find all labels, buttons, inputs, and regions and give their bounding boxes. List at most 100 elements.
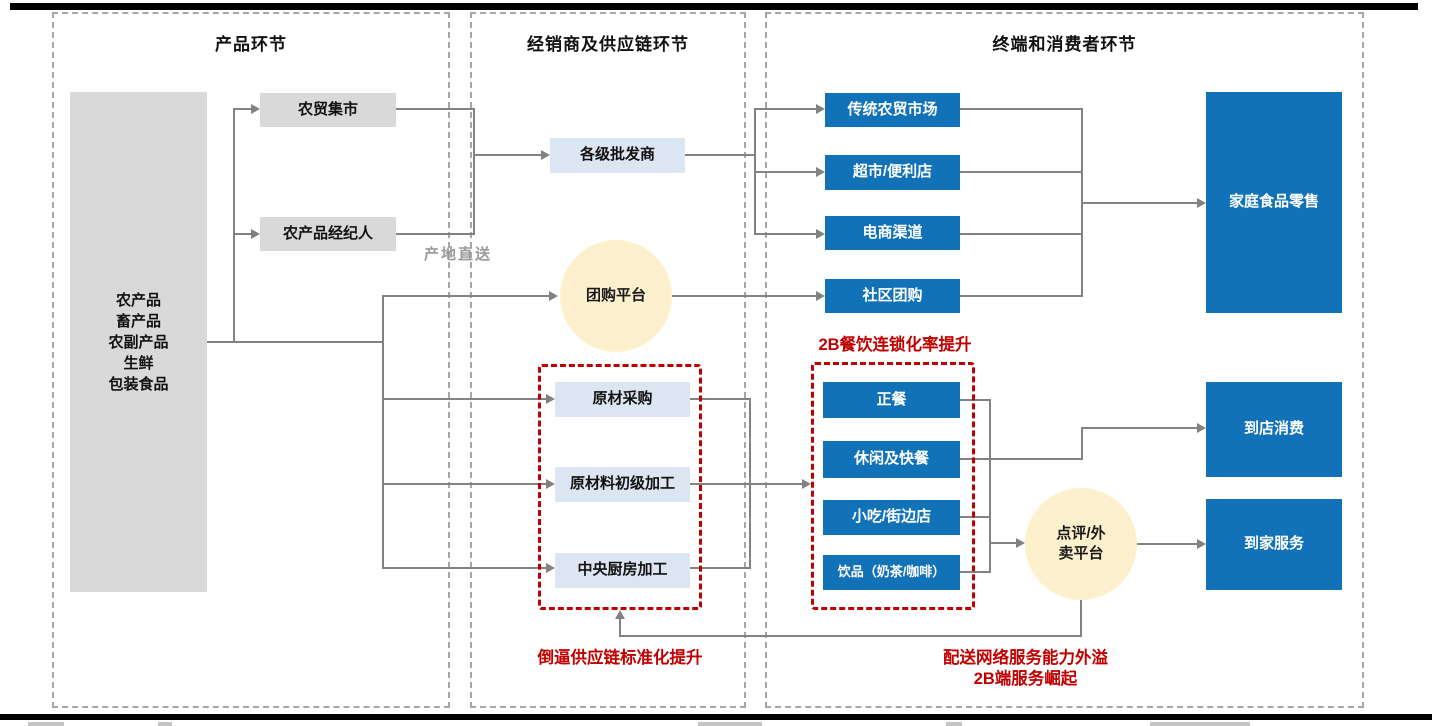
top-rule bbox=[10, 3, 1418, 10]
connector-line bbox=[685, 154, 756, 156]
connector-line bbox=[382, 398, 547, 400]
arrowhead-icon bbox=[816, 229, 825, 239]
connector-line bbox=[1080, 600, 1082, 637]
connector-line bbox=[960, 516, 991, 518]
node-wholesaler: 各级批发商 bbox=[550, 138, 685, 173]
arrowhead-icon bbox=[816, 291, 825, 301]
connector-line bbox=[960, 108, 1083, 110]
node-source-products: 农产品 畜产品 农副产品 生鲜 包装食品 bbox=[70, 92, 207, 592]
connector-line bbox=[233, 233, 252, 235]
source-line: 畜产品 bbox=[115, 312, 161, 330]
connector-line bbox=[690, 567, 751, 569]
arrowhead-icon bbox=[546, 479, 555, 489]
connector-line bbox=[960, 458, 1083, 460]
arrowhead-icon bbox=[615, 610, 625, 619]
annotation-supply-chain-std: 倒逼供应链标准化提升 bbox=[537, 649, 703, 667]
footer-fragment bbox=[1150, 722, 1250, 726]
node-community-group-buy: 社区团购 bbox=[825, 279, 960, 313]
connector-line bbox=[1081, 202, 1198, 204]
source-line: 农副产品 bbox=[108, 333, 169, 351]
node-central-kitchen: 中央厨房加工 bbox=[555, 553, 690, 588]
connector-line bbox=[960, 399, 991, 401]
connector-line bbox=[672, 295, 817, 297]
connector-line bbox=[233, 108, 235, 343]
node-ecommerce: 电商渠道 bbox=[825, 216, 960, 250]
connector-line bbox=[233, 108, 252, 110]
node-beverage: 饮品（奶茶/咖啡） bbox=[823, 555, 960, 590]
annotation-direct-from-origin: 产地直送 bbox=[424, 246, 493, 263]
annotation-delivery-spillover: 配送网络服务能力外溢 2B端服务崛起 bbox=[928, 648, 1123, 691]
node-dinner: 正餐 bbox=[823, 382, 960, 418]
connector-line bbox=[754, 233, 817, 235]
connector-line bbox=[619, 618, 621, 637]
connector-line bbox=[989, 542, 1017, 544]
arrowhead-icon bbox=[549, 291, 558, 301]
node-review-delivery-platform: 点评/外 卖平台 bbox=[1025, 488, 1137, 600]
node-market-fair: 农贸集市 bbox=[260, 93, 396, 127]
connector-line bbox=[382, 295, 384, 569]
source-line: 农产品 bbox=[115, 291, 161, 309]
footer-fragment bbox=[28, 722, 64, 726]
connector-line bbox=[754, 108, 817, 110]
arrowhead-icon bbox=[251, 229, 260, 239]
connector-line bbox=[1081, 427, 1083, 460]
arrowhead-icon bbox=[816, 104, 825, 114]
connector-line bbox=[382, 567, 547, 569]
annotation-line: 2B端服务崛起 bbox=[973, 670, 1078, 689]
source-line: 生鲜 bbox=[123, 354, 154, 372]
section-title-product: 产品环节 bbox=[215, 35, 287, 54]
footer-fragment bbox=[698, 722, 762, 726]
section-title-distribution: 经销商及供应链环节 bbox=[527, 35, 689, 54]
arrowhead-icon bbox=[251, 104, 260, 114]
arrowhead-icon bbox=[802, 479, 811, 489]
annotation-chain-rate: 2B餐饮连锁化率提升 bbox=[818, 336, 972, 354]
node-raw-procurement: 原材采购 bbox=[555, 382, 690, 417]
connector-line bbox=[1137, 543, 1198, 545]
source-line: 包装食品 bbox=[108, 375, 169, 393]
connector-line bbox=[382, 295, 549, 297]
node-group-buy-platform: 团购平台 bbox=[560, 240, 672, 352]
connector-line bbox=[960, 571, 991, 573]
node-traditional-market: 传统农贸市场 bbox=[825, 93, 960, 127]
section-product bbox=[52, 12, 450, 708]
arrowhead-icon bbox=[816, 167, 825, 177]
connector-line bbox=[396, 108, 475, 110]
connector-line bbox=[960, 171, 1083, 173]
arrowhead-icon bbox=[1197, 198, 1206, 208]
node-broker: 农产品经纪人 bbox=[260, 217, 396, 251]
footer-fragment bbox=[158, 722, 172, 726]
arrowhead-icon bbox=[546, 394, 555, 404]
connector-line bbox=[382, 483, 547, 485]
connector-line bbox=[619, 635, 1082, 637]
connector-line bbox=[1081, 427, 1198, 429]
node-casual-fast-food: 休闲及快餐 bbox=[823, 441, 960, 478]
connector-line bbox=[754, 171, 817, 173]
connector-line bbox=[396, 233, 475, 235]
supply-chain-highlight-frame bbox=[538, 364, 702, 610]
node-dine-in: 到店消费 bbox=[1206, 382, 1342, 477]
section-consumer bbox=[765, 12, 1364, 708]
connector-line bbox=[690, 483, 803, 485]
arrowhead-icon bbox=[1016, 538, 1025, 548]
connector-line bbox=[690, 398, 751, 400]
connector-line bbox=[473, 154, 542, 156]
arrowhead-icon bbox=[546, 563, 555, 573]
section-title-consumer: 终端和消费者环节 bbox=[992, 35, 1137, 54]
connector-line bbox=[960, 295, 1083, 297]
arrowhead-icon bbox=[541, 150, 550, 160]
bottom-rule bbox=[0, 714, 1432, 720]
node-primary-processing: 原材料初级加工 bbox=[555, 467, 690, 502]
connector-line bbox=[207, 341, 383, 343]
footer-fragment bbox=[946, 722, 962, 726]
node-snack-street: 小吃/街边店 bbox=[823, 500, 960, 535]
connector-line bbox=[960, 233, 1083, 235]
restaurant-highlight-frame bbox=[811, 362, 975, 610]
arrowhead-icon bbox=[1197, 423, 1206, 433]
platform-line: 点评/外 bbox=[1056, 524, 1106, 542]
platform-line: 卖平台 bbox=[1058, 545, 1104, 562]
node-supermarket: 超市/便利店 bbox=[825, 155, 960, 190]
node-home-service: 到家服务 bbox=[1206, 499, 1342, 590]
section-distribution bbox=[470, 12, 746, 708]
connector-line bbox=[989, 399, 991, 573]
